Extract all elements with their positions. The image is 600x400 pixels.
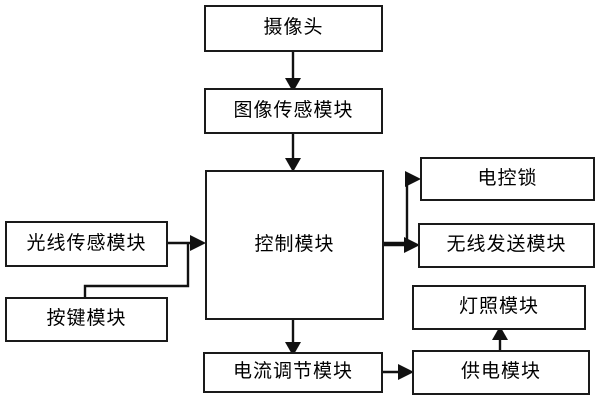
node-current-adjust-module-label: 电流调节模块 — [232, 360, 353, 382]
node-camera-label: 摄像头 — [263, 16, 324, 38]
node-power-supply-module-label: 供电模块 — [460, 360, 541, 382]
edge-control-to-e-lock — [384, 171, 421, 245]
node-power-supply-module[interactable]: 供电模块 — [412, 350, 590, 395]
node-light-sensor-module[interactable]: 光线传感模块 — [5, 221, 168, 267]
node-image-sensor-module[interactable]: 图像传感模块 — [204, 88, 383, 134]
edge-image-sensor-to-control — [285, 134, 301, 172]
node-current-adjust-module[interactable]: 电流调节模块 — [203, 352, 383, 393]
edge-key-module-to-control — [83, 244, 190, 297]
node-control-module-label: 控制模块 — [254, 232, 335, 255]
edge-current-adjust-to-power — [383, 364, 414, 380]
edge-control-to-wireless-tx — [384, 237, 420, 253]
node-lighting-module[interactable]: 灯照模块 — [412, 285, 586, 330]
edge-light-sensor-to-control — [168, 235, 206, 251]
node-control-module[interactable]: 控制模块 — [205, 170, 384, 320]
node-image-sensor-module-label: 图像传感模块 — [233, 98, 354, 121]
node-camera[interactable]: 摄像头 — [204, 5, 383, 52]
node-key-module-label: 按键模块 — [46, 307, 127, 329]
edge-camera-to-image-sensor — [285, 52, 301, 92]
node-wireless-transmit-module-label: 无线发送模块 — [446, 233, 567, 255]
node-light-sensor-module-label: 光线传感模块 — [26, 231, 147, 254]
edge-power-to-lighting — [492, 326, 508, 350]
node-electronic-lock[interactable]: 电控锁 — [420, 157, 595, 201]
node-electronic-lock-label: 电控锁 — [477, 166, 538, 189]
node-lighting-module-label: 灯照模块 — [458, 295, 539, 317]
node-wireless-transmit-module[interactable]: 无线发送模块 — [418, 223, 595, 268]
node-key-module[interactable]: 按键模块 — [5, 297, 168, 342]
edge-control-to-current-adjust — [285, 320, 301, 356]
